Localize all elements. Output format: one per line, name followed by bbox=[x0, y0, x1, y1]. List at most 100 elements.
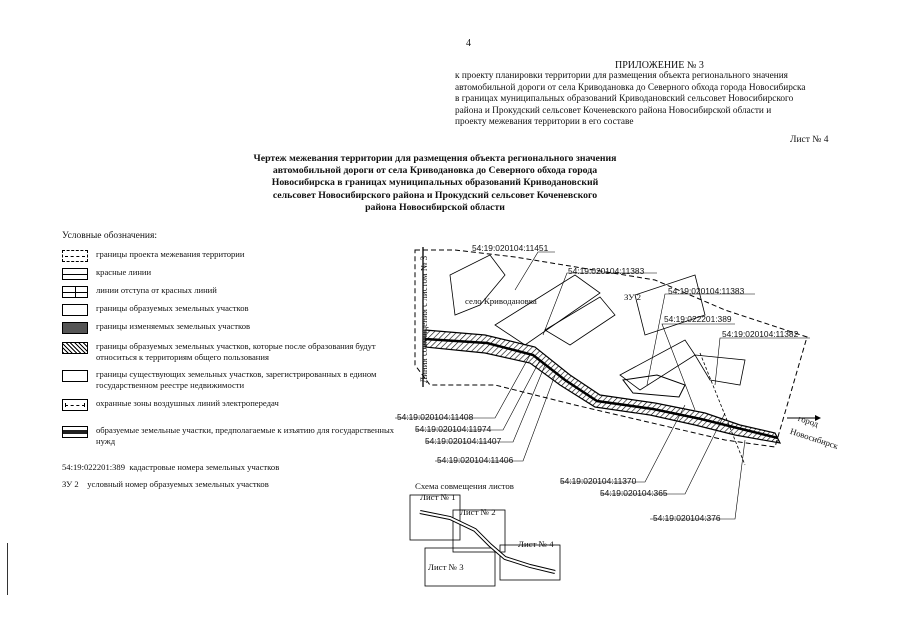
legend-label: границы изменяемых земельных участков bbox=[96, 321, 251, 331]
leader-line bbox=[514, 251, 555, 291]
cadastral-example: 54:19:022201:389 bbox=[62, 462, 126, 472]
parcel-outline bbox=[634, 274, 706, 336]
legend-item-power-line-zones: охранные зоны воздушных линий электропер… bbox=[62, 398, 396, 411]
appendix-text: к проекту планировки территории для разм… bbox=[455, 71, 850, 129]
sheet-junction-label: Линия совмещения с листом № 3 bbox=[419, 255, 429, 383]
parcel-outline bbox=[694, 354, 746, 386]
site-plan-map bbox=[395, 247, 821, 520]
legend-item-existing-parcels: границы существующих земельных участков,… bbox=[62, 369, 396, 390]
legend-cadastral: 54:19:022201:389 кадастровые номера земе… bbox=[62, 462, 279, 472]
hatch-icon bbox=[62, 342, 88, 354]
sheet-number: Лист № 4 bbox=[790, 135, 829, 145]
legend-item-setback-lines: линии отступа от красных линий bbox=[62, 285, 396, 298]
appendix-line: в границах муниципальных образований Кри… bbox=[455, 94, 794, 104]
inset-sheet-frame bbox=[409, 494, 461, 541]
appendix-line: автомобильной дороги от села Криводановк… bbox=[455, 82, 806, 93]
inset-title: Схема совмещения листов bbox=[415, 481, 514, 491]
leader-line bbox=[415, 359, 541, 431]
dark-fill-icon bbox=[62, 322, 88, 334]
cadastral-label: 54:19:020104:11382 bbox=[722, 329, 799, 339]
legend-label: образуемые земельные участки, предполага… bbox=[96, 425, 395, 446]
legend-item-formed-parcels: границы образуемых земельных участков bbox=[62, 303, 396, 316]
cadastral-label: 54:19:020104:11407 bbox=[425, 436, 502, 446]
leader-line bbox=[646, 293, 755, 386]
scan-edge-mark bbox=[7, 543, 8, 595]
legend-label: границы проекта межевания территории bbox=[96, 249, 245, 259]
road-center bbox=[424, 337, 779, 440]
power-line bbox=[699, 352, 746, 466]
legend-label: красные линии bbox=[96, 267, 152, 277]
title-line: района Новосибирской области bbox=[365, 201, 505, 213]
parcel-outline bbox=[544, 296, 616, 346]
leader-line bbox=[435, 374, 556, 462]
cadastral-label: 54:19:020104:11406 bbox=[437, 455, 514, 465]
leader-line bbox=[661, 323, 735, 411]
cadastral-label: 54:19:020104:11408 bbox=[397, 412, 474, 422]
legend-heading: Условные обозначения: bbox=[62, 231, 158, 241]
legend-zu: ЗУ 2 условный номер образуемых земельных… bbox=[62, 479, 269, 489]
cadastral-label: 54:19:020104:11370 bbox=[560, 476, 637, 486]
title-line: Чертеж межевания территории для размещен… bbox=[253, 153, 617, 164]
thin-box-icon bbox=[62, 370, 88, 382]
village-parcel bbox=[449, 254, 506, 316]
plain-box-icon bbox=[62, 304, 88, 316]
leader-line bbox=[600, 412, 726, 495]
cadastral-label: 54:19:020104:376 bbox=[653, 513, 721, 523]
legend-item-changed-parcels: границы изменяемых земельных участков bbox=[62, 321, 396, 334]
cadastral-label: 54:19:022201:389 bbox=[664, 314, 732, 324]
leader-line bbox=[560, 404, 686, 483]
appendix-line: проекту межевания территории в его соста… bbox=[455, 117, 634, 127]
legend-label: линии отступа от красных линий bbox=[96, 285, 217, 295]
leader-line bbox=[542, 272, 657, 336]
appendix-title: ПРИЛОЖЕНИЕ № 3 bbox=[615, 60, 704, 71]
zu-text: условный номер образуемых земельных учас… bbox=[87, 479, 269, 489]
legend-label: границы образуемых земельных участков bbox=[96, 303, 249, 313]
inset-sheet-frame bbox=[452, 509, 506, 553]
legend-label: охранные зоны воздушных линий электропер… bbox=[96, 398, 279, 408]
inset-sheet-1: Лист № 1 bbox=[420, 492, 456, 502]
title-line: Новосибирска в границах муниципальных об… bbox=[271, 177, 599, 189]
legend-label: границы существующих земельных участков,… bbox=[96, 369, 377, 390]
cadastral-label: 54:19:020104:11974 bbox=[415, 424, 492, 434]
appendix-line: к проекту планировки территории для разм… bbox=[455, 71, 788, 81]
dashed-outline-icon bbox=[62, 250, 88, 262]
title-line: сельсовет Новосибирского района и Прокуд… bbox=[272, 189, 598, 201]
title-line: автомобильной дороги от села Криводановк… bbox=[272, 165, 598, 177]
zu-label: ЗУ 2 bbox=[624, 292, 642, 302]
cadastral-label: 54:19:020104:11383 bbox=[568, 266, 645, 276]
parcel-outline bbox=[619, 339, 696, 391]
legend-label: границы образуемых земельных участков, к… bbox=[96, 341, 376, 362]
inset-scheme bbox=[409, 494, 561, 587]
thick-band-icon bbox=[62, 426, 88, 438]
legend-item-project-boundary: границы проекта межевания территории bbox=[62, 249, 396, 262]
inset-sheet-frame bbox=[499, 544, 561, 581]
village-label: село Криводановка bbox=[465, 296, 537, 306]
legend-item-state-seized: образуемые земельные участки, предполага… bbox=[62, 425, 396, 446]
drawing-title: Чертеж межевания территории для размещен… bbox=[215, 153, 655, 214]
appendix-line: района и Прокудский сельсовет Коченевско… bbox=[455, 105, 772, 116]
parcel-outline bbox=[494, 274, 601, 346]
red-line-icon bbox=[62, 268, 88, 280]
setback-line-icon bbox=[62, 286, 88, 298]
legend-item-public-parcels: границы образуемых земельных участков, к… bbox=[62, 341, 396, 362]
inset-road-inner bbox=[419, 511, 556, 573]
inset-sheet-2: Лист № 2 bbox=[460, 507, 496, 517]
arrow-head-icon bbox=[815, 415, 821, 421]
power-line-icon bbox=[62, 399, 88, 411]
inset-sheet-3: Лист № 3 bbox=[428, 562, 464, 572]
cadastral-label: 54:19:020104:365 bbox=[600, 488, 668, 498]
zu-example: ЗУ 2 bbox=[62, 479, 79, 489]
zu-parcel bbox=[622, 374, 686, 398]
leader-line bbox=[425, 364, 546, 443]
leader-line bbox=[395, 354, 531, 419]
leader-line bbox=[650, 439, 746, 520]
leader-line bbox=[714, 337, 810, 386]
cadastral-label: 54:19:020104:11383 bbox=[668, 286, 745, 296]
page-number: 4 bbox=[466, 38, 471, 49]
inset-sheet-4: Лист № 4 bbox=[518, 539, 554, 549]
project-boundary bbox=[414, 249, 808, 448]
cadastral-label: 54:19:020104:11451 bbox=[472, 243, 549, 253]
inset-sheet-frame bbox=[424, 547, 496, 587]
legend-item-red-lines: красные линии bbox=[62, 267, 396, 280]
cadastral-text: кадастровые номера земельных участков bbox=[129, 462, 280, 472]
